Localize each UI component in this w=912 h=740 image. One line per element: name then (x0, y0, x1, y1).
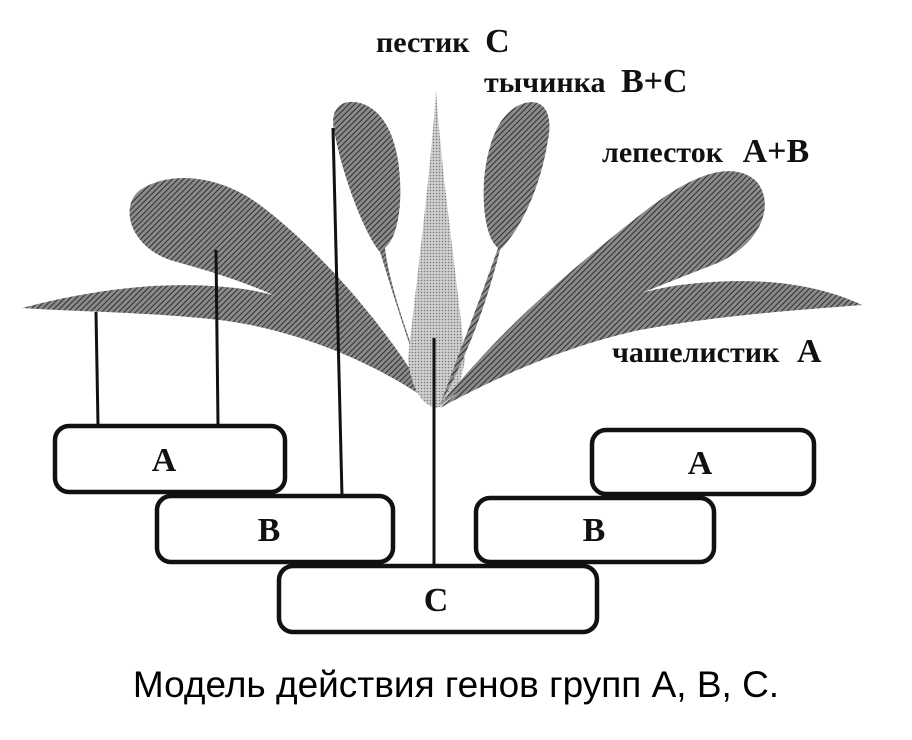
label-sepal-genes: A (797, 333, 822, 370)
label-pistil: пестик C (376, 23, 510, 60)
figure-caption: Модель действия генов групп A, B, C. (132, 664, 780, 705)
gene-box-right-b: B (473, 495, 717, 565)
label-stamen-name: тычинка (484, 66, 605, 99)
label-petal-name: лепесток (602, 136, 724, 169)
gene-label-right-b: B (583, 512, 606, 549)
stamen-right (440, 102, 550, 406)
leader-petal-a (214, 249, 220, 426)
label-stamen: тычинка B+C (484, 63, 688, 100)
pistil (408, 90, 465, 408)
sepal-left (22, 285, 435, 405)
stamen-left (333, 101, 432, 405)
leader-stamen-b (331, 127, 344, 497)
gene-label-left-b: B (258, 512, 281, 549)
leader-sepal-a (94, 311, 100, 426)
label-sepal: чашелистик A (612, 333, 822, 370)
gene-box-left-a: A (52, 423, 288, 495)
label-stamen-genes: B+C (621, 63, 688, 100)
label-petal-genes: A+B (743, 133, 810, 170)
sepal-right (440, 281, 862, 408)
gene-label-left-a: A (152, 442, 177, 479)
label-petal: лепесток A+B (602, 133, 809, 170)
label-sepal-name: чашелистик (612, 336, 780, 369)
label-pistil-name: пестик (376, 26, 470, 59)
gene-box-right-a: A (589, 427, 817, 497)
gene-box-center-c: C (276, 563, 600, 635)
label-pistil-genes: C (485, 23, 510, 60)
petal-left (129, 178, 433, 405)
gene-label-center-c: C (424, 582, 449, 619)
gene-label-right-a: A (688, 445, 713, 482)
gene-box-left-b: B (154, 493, 396, 565)
